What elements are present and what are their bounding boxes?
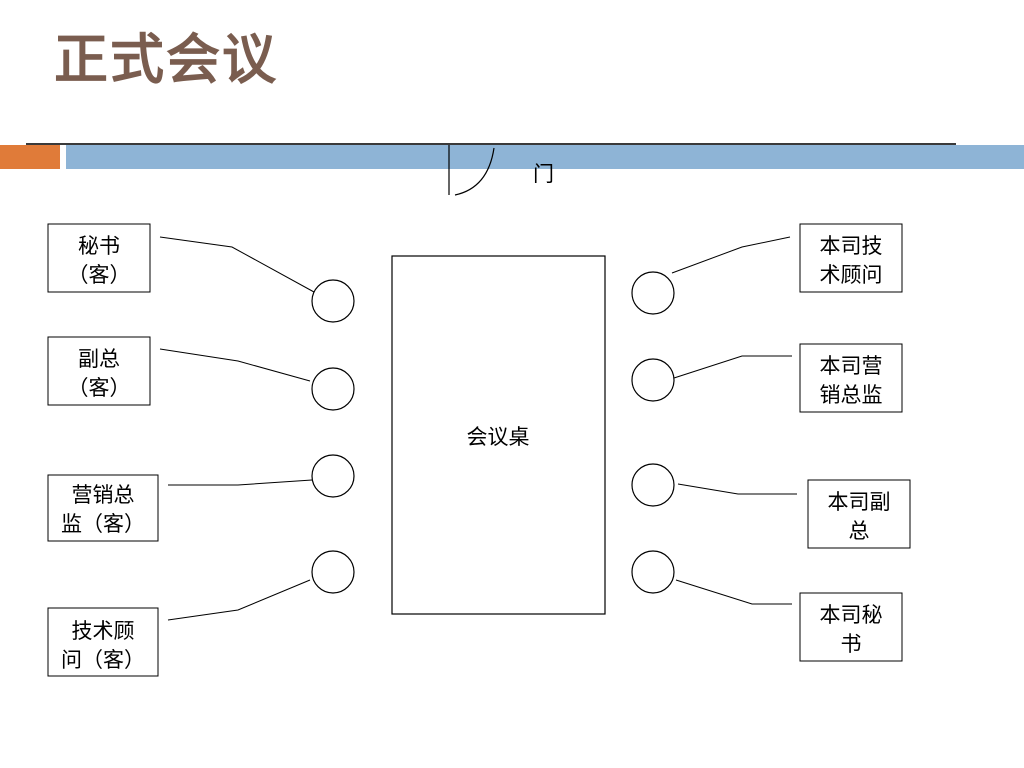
table-label: 会议桌	[467, 425, 530, 449]
leader-line	[673, 355, 792, 379]
seat-label-box	[799, 592, 903, 662]
seat-label-line1: 本司副	[828, 490, 891, 514]
seat-label-box	[799, 223, 903, 293]
seat-label-line2: 销总监	[820, 383, 883, 407]
chair-circle	[631, 463, 675, 507]
header-rule	[26, 143, 956, 145]
table-rect	[391, 255, 606, 615]
seat-label-box	[47, 607, 159, 677]
seat-label-box	[47, 474, 159, 542]
leader-line	[168, 479, 313, 486]
chair-circle	[311, 279, 355, 323]
seat-label-line1: 秘书	[78, 234, 120, 258]
seat-label-line1: 营销总	[72, 483, 135, 507]
left-seat-3: 营销总 监（客）	[47, 454, 355, 542]
seat-label-box	[47, 336, 151, 406]
leader-line	[675, 579, 792, 605]
seat-label-line2: 书	[841, 632, 862, 656]
seat-label-box	[799, 343, 903, 413]
door-label: 门	[533, 162, 554, 186]
chair-circle	[311, 550, 355, 594]
seat-label-box	[807, 479, 911, 549]
seat-label-line2: （客）	[68, 376, 131, 400]
right-seat-2: 本司营 销总监	[631, 343, 903, 413]
seat-label-line1: 技术顾	[72, 619, 135, 643]
accent-bar-orange	[0, 145, 60, 169]
seat-label-line1: 本司秘	[820, 603, 883, 627]
conference-table: 会议桌	[391, 255, 606, 615]
seat-label-line2: （客）	[68, 263, 131, 287]
chair-circle	[631, 550, 675, 594]
right-seat-1: 本司技 术顾问	[631, 223, 903, 315]
seat-label-box	[47, 223, 151, 293]
leader-line	[677, 483, 797, 495]
seat-label-line1: 本司营	[820, 354, 883, 378]
seat-label-line2: 总	[849, 519, 870, 543]
chair-circle	[631, 271, 675, 315]
leader-line	[159, 236, 315, 293]
seat-label-line2: 术顾问	[820, 263, 883, 287]
left-seat-1: 秘书 （客）	[47, 223, 355, 323]
seat-label-line1: 本司技	[820, 234, 883, 258]
right-seat-4: 本司秘 书	[631, 550, 903, 662]
door-swing-arc	[454, 147, 495, 196]
seat-label-line2: 监（客）	[61, 512, 145, 536]
seat-label-line1: 副总	[78, 347, 120, 371]
chair-circle	[311, 367, 355, 411]
chair-circle	[311, 454, 355, 498]
right-seat-3: 本司副 总	[631, 463, 911, 549]
seat-label-line2: 问（客）	[61, 648, 145, 672]
leader-line	[167, 579, 311, 621]
leader-line	[671, 236, 791, 274]
left-seat-4: 技术顾 问（客）	[47, 550, 355, 677]
chair-circle	[631, 358, 675, 402]
slide-title: 正式会议	[54, 28, 278, 91]
leader-line	[159, 348, 311, 382]
left-seat-2: 副总 （客）	[47, 336, 355, 411]
accent-bar-blue	[66, 145, 1024, 169]
door: 门	[448, 145, 554, 196]
